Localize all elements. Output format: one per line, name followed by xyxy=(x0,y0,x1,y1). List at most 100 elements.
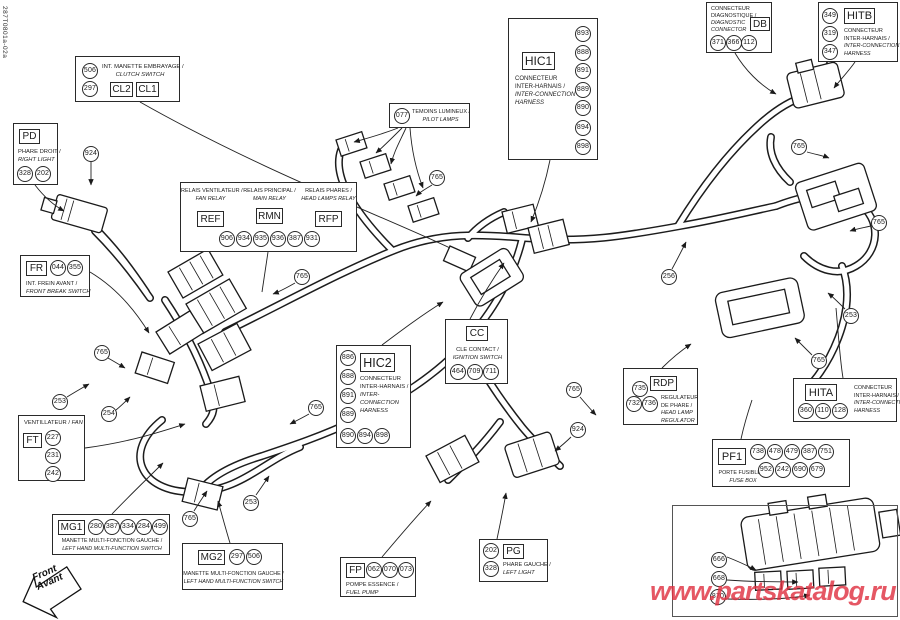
connector-code-chip: FT xyxy=(23,433,42,448)
part-number-callout: 888 xyxy=(340,369,356,385)
connector-code-chip: FR xyxy=(26,261,47,276)
connector-code-chip: CL1 xyxy=(136,82,159,97)
part-number-callout: 499 xyxy=(152,519,168,535)
part-number-callout: 256 xyxy=(661,269,677,285)
part-number-callout: 934 xyxy=(236,231,252,247)
connector-code-chip: MG1 xyxy=(58,520,85,535)
part-number-callout: 751 xyxy=(818,444,834,460)
label-line: INTER-HARNAIS / xyxy=(844,35,890,42)
part-number-callout: 935 xyxy=(253,231,269,247)
ecm-inset-frame xyxy=(672,505,898,617)
callout-diagnostic: CONNECTEUR DIAGNOSTIQUE / DIAGNOSTIC CON… xyxy=(706,2,772,53)
part-number-callout: 242 xyxy=(775,462,791,478)
part-number-callout: 894 xyxy=(357,428,373,444)
part-number-callout: 765 xyxy=(429,170,445,186)
connector-code-chip: HITA xyxy=(805,384,837,401)
part-number-callout: 886 xyxy=(340,350,356,366)
connector-code-chip: CC xyxy=(466,326,488,341)
label-line: REGULATEUR xyxy=(661,395,699,401)
label-line: DE PHARE / xyxy=(661,402,693,409)
label-fr: MANETTE MULTI-FONCTION GAUCHE / xyxy=(61,538,163,544)
label-line: HARNESS xyxy=(844,50,871,57)
connector-code-chip: REF xyxy=(197,211,224,227)
part-number-callout: 253 xyxy=(52,394,68,410)
label-line: INTER-CONNECTION xyxy=(854,400,900,406)
part-number-callout: 077 xyxy=(394,108,410,124)
label-line: HARNESS xyxy=(515,100,545,106)
callout-relays: RELAIS VENTILATEUR / FAN RELAY RELAIS PR… xyxy=(180,182,357,252)
part-number-callout: 690 xyxy=(792,462,808,478)
label-line: INTER-HARNAIS / xyxy=(515,84,566,90)
callout-ignition-switch: CC CLE CONTACT / IGNITION SWITCH 464 709… xyxy=(445,319,508,384)
front-direction-arrow xyxy=(22,565,82,620)
part-number-callout: 349 xyxy=(822,8,838,24)
label-en: FAN xyxy=(71,420,83,426)
part-number-callout: 110 xyxy=(815,403,831,419)
part-number-callout: 765 xyxy=(294,269,310,285)
part-number-callout: 319 xyxy=(822,26,838,42)
part-number-callout: 924 xyxy=(570,422,586,438)
connector-code-chip: HIC2 xyxy=(360,353,395,372)
connector-code-chip: PF1 xyxy=(718,448,746,465)
part-number-callout: 765 xyxy=(566,382,582,398)
part-number-callout: 387 xyxy=(104,519,120,535)
connector-code-chip: PG xyxy=(503,544,524,559)
callout-front-brake-switch: FR 044 355 INT. FREIN AVANT / FRONT BREA… xyxy=(20,255,90,297)
part-number-callout: 328 xyxy=(17,166,33,182)
label-line: INTER-HARNAIS / xyxy=(360,384,409,390)
label-line: CONNECTION xyxy=(360,400,399,406)
label-en: LEFT LIGHT xyxy=(503,569,535,576)
part-number-callout: 765 xyxy=(182,511,198,527)
part-number-callout: 765 xyxy=(811,353,827,369)
label-fr: POMPE ESSENCE / xyxy=(346,582,399,588)
part-number-callout: 202 xyxy=(35,166,51,182)
label-en: LEFT HAND MULTI-FUNCTION SWITCH xyxy=(62,545,162,552)
connector-code-chip: HITB xyxy=(844,8,875,24)
callout-pilot-lamps: 077 TEMOINS LUMINEUX / PILOT LAMPS xyxy=(389,103,470,128)
document-code: 287T0801a-02a xyxy=(1,6,8,59)
part-number-callout: 765 xyxy=(791,139,807,155)
label-fr: RELAIS PRINCIPAL / xyxy=(243,188,296,194)
label-line: CONNECTEUR xyxy=(854,385,893,391)
part-number-callout: 668 xyxy=(711,571,727,587)
part-number-callout: 890 xyxy=(575,100,591,116)
label-fr: PHARE GAUCHE / xyxy=(503,562,551,568)
label-en: HEAD LAMPS RELAY xyxy=(301,195,356,202)
callout-right-light: PD PHARE DROIT / RIGHT LIGHT 328 202 xyxy=(13,123,61,185)
fuel-pump-connector xyxy=(425,434,480,484)
part-number-callout: 253 xyxy=(843,308,859,324)
part-number-callout: 765 xyxy=(94,345,110,361)
part-number-callout: 936 xyxy=(270,231,286,247)
brake-switch-connector xyxy=(134,351,176,385)
callout-fan: VENTILLATEUR / FAN FT 227 231 242 xyxy=(18,415,85,482)
label-line: HARNESS xyxy=(854,407,881,414)
label-fr: RELAIS VENTILATEUR / xyxy=(181,188,243,194)
part-number-callout: 890 xyxy=(340,428,356,444)
part-number-callout: 280 xyxy=(88,519,104,535)
part-number-callout: 894 xyxy=(575,120,591,136)
clutch-connector xyxy=(442,245,477,273)
label-line: CONNECTEUR xyxy=(844,28,883,34)
callout-hic2: 886 888 891 889 HIC2 CONNECTEUR INTER-HA… xyxy=(336,345,411,448)
part-number-callout: 073 xyxy=(398,562,414,578)
label-line: REGULATOR xyxy=(661,417,695,424)
part-number-callout: 062 xyxy=(366,562,382,578)
part-number-callout: 891 xyxy=(340,388,356,404)
label-en: FUSE BOX xyxy=(729,477,757,484)
label-en: IGNITION SWITCH xyxy=(452,354,503,361)
part-number-callout: 478 xyxy=(767,444,783,460)
part-number-callout: 898 xyxy=(575,139,591,155)
callout-clutch-switch: 506 297 INT. MANETTE EMBRAYAGE / CLUTCH … xyxy=(75,56,184,102)
headlamp-regulator-connector xyxy=(714,277,805,339)
label-fr: MANETTE MULTI-FONCTION GAUCHE / xyxy=(183,571,284,577)
label-line: CONNECTOR xyxy=(711,27,747,33)
part-number-callout: 906 xyxy=(219,231,235,247)
part-number-callout: 328 xyxy=(483,561,499,577)
part-number-callout: 479 xyxy=(784,444,800,460)
label-fr: CLE CONTACT / xyxy=(456,347,499,353)
part-number-callout: 952 xyxy=(758,462,774,478)
pilot-lamp-connector xyxy=(335,130,368,157)
